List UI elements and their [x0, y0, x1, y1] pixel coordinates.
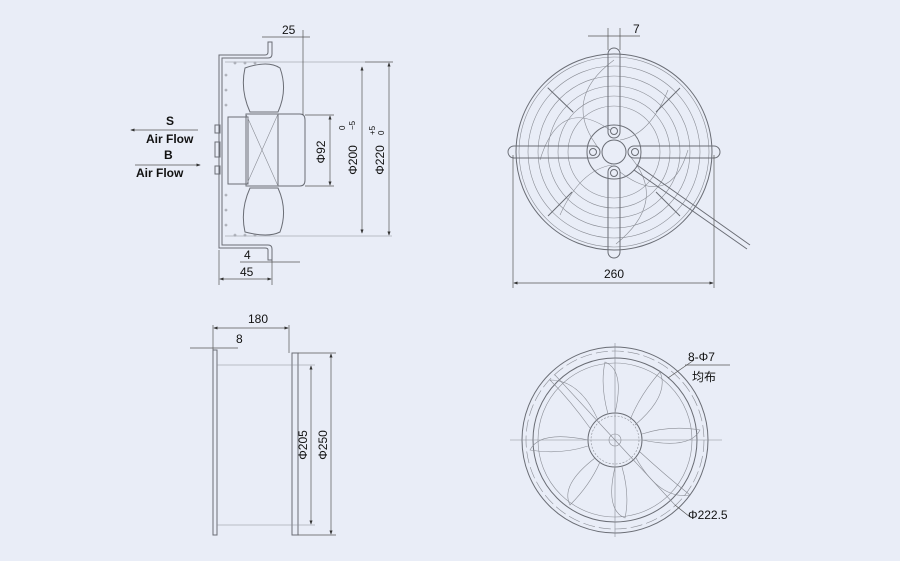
- dim-flange-label: 8: [236, 332, 243, 346]
- power-cable: [633, 164, 751, 250]
- dim-outer-label: Φ220: [373, 145, 387, 175]
- airflow-b-text: Air Flow: [136, 166, 184, 180]
- blade-upper: [242, 63, 284, 113]
- dim-outer-tol-lower: 0: [377, 130, 386, 135]
- housing-front-view: 8-Φ7 均布 Φ222.5: [510, 343, 730, 537]
- dim-inner-label: Φ205: [296, 430, 310, 460]
- airflow-b-label: B: [164, 148, 173, 162]
- airflow-s-label: S: [166, 114, 174, 128]
- dim-pcd-label: Φ222.5: [688, 508, 728, 522]
- dimensions-side: [218, 30, 393, 285]
- frame-dots: [224, 61, 257, 237]
- blade-lower: [242, 187, 284, 236]
- guard-bars: [507, 47, 721, 259]
- dim-inner-label: Φ200: [346, 145, 360, 175]
- dim-depth-label: 45: [240, 265, 254, 279]
- dim-inner-tol-upper: 0: [338, 125, 347, 130]
- fan-side-view: 25 Φ92 Φ200 0 −5 Φ220 +5 0 4 45 S Air Fl…: [130, 23, 393, 285]
- dim-bar-label: 7: [633, 22, 640, 36]
- impeller-blades: [529, 361, 701, 519]
- airflow-legend: S Air Flow B Air Flow: [130, 114, 201, 180]
- dim-width-label: 260: [604, 267, 624, 281]
- housing-side-view: 180 8 Φ205 Φ250: [190, 312, 336, 536]
- airflow-s-text: Air Flow: [146, 132, 194, 146]
- motor-hub: [214, 113, 306, 187]
- holes-note: 均布: [692, 370, 716, 384]
- dim-outer-tol-upper: +5: [368, 125, 377, 135]
- dimensions-guard: [512, 28, 715, 288]
- dim-hub-label: Φ92: [314, 140, 328, 163]
- dim-inner-tol-lower: −5: [348, 120, 357, 130]
- holes-label: 8-Φ7: [688, 350, 715, 364]
- dim-outer-label: Φ250: [316, 430, 330, 460]
- dim-top-label: 25: [282, 23, 296, 37]
- fan-guard-front-view: 7 260: [507, 22, 751, 288]
- dim-flange-label: 4: [244, 248, 251, 262]
- dim-length-label: 180: [248, 312, 268, 326]
